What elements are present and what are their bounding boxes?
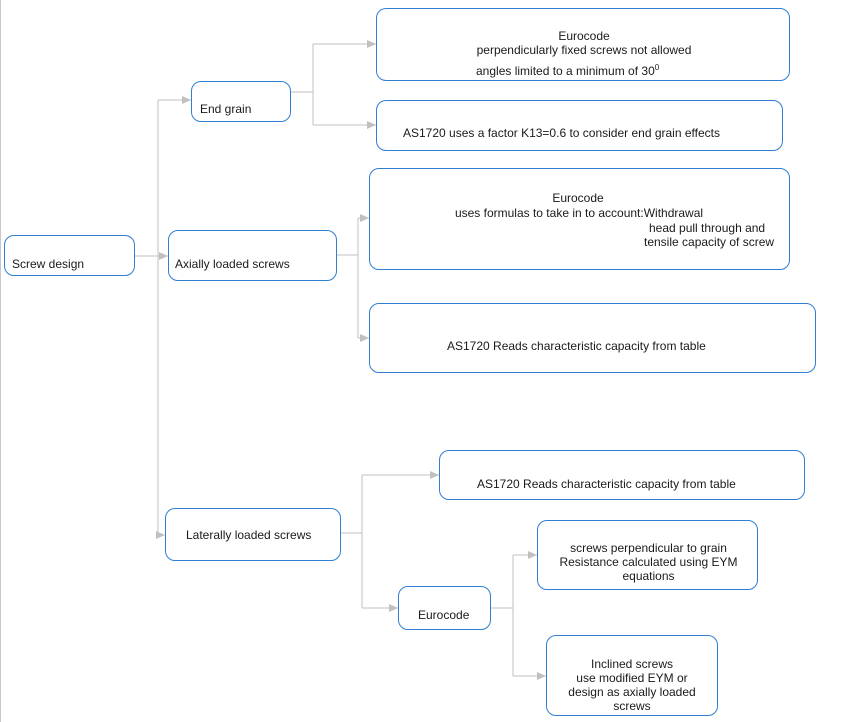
node-end-grain-label: End grain <box>200 102 252 116</box>
axially-eurocode-line2: head pull through and <box>649 221 766 235</box>
axially-as1720-text: AS1720 Reads characteristic capacity fro… <box>447 339 706 353</box>
node-end-grain-as1720[interactable]: AS1720 uses a factor K13=0.6 to consider… <box>376 100 783 151</box>
perpendicular-line2: Resistance calculated using EYM <box>559 555 738 569</box>
node-axially-loaded-screws[interactable]: Axially loaded screws <box>168 230 337 281</box>
inclined-line4: screws <box>613 699 651 713</box>
node-screws-perpendicular[interactable]: screws perpendicular to grain Resistance… <box>537 520 758 590</box>
end-grain-eurocode-title: Eurocode <box>558 29 610 43</box>
inclined-line1: Inclined screws <box>590 657 674 671</box>
end-grain-eurocode-line2-sup: 0 <box>654 63 660 72</box>
axially-eurocode-title: Eurocode <box>552 191 604 205</box>
end-grain-as1720-text: AS1720 uses a factor K13=0.6 to consider… <box>403 126 720 140</box>
perpendicular-line3: equations <box>622 569 675 583</box>
node-axially-loaded-screws-label: Axially loaded screws <box>175 257 290 271</box>
perpendicular-line1: screws perpendicular to grain <box>570 541 727 555</box>
end-grain-eurocode-line2-wrap: angles limited to a minimum of 300 <box>476 61 659 78</box>
node-laterally-as1720[interactable]: AS1720 Reads characteristic capacity fro… <box>439 450 805 500</box>
end-grain-eurocode-line2: angles limited to a minimum of 30 <box>476 64 655 78</box>
node-screw-design-label: Screw design <box>12 257 85 271</box>
node-end-grain-eurocode[interactable]: Eurocode perpendicularly fixed screws no… <box>376 8 790 81</box>
node-axially-eurocode[interactable]: Eurocode uses formulas to take in to acc… <box>369 168 790 270</box>
axially-eurocode-line3: tensile capacity of screw <box>644 235 775 249</box>
node-axially-as1720[interactable]: AS1720 Reads characteristic capacity fro… <box>369 303 816 373</box>
node-inclined-screws[interactable]: Inclined screws use modified EYM or desi… <box>546 635 718 716</box>
node-screw-design[interactable]: Screw design <box>4 235 135 276</box>
node-laterally-loaded-screws-label: Laterally loaded screws <box>186 528 312 542</box>
laterally-as1720-text: AS1720 Reads characteristic capacity fro… <box>477 477 736 491</box>
axially-eurocode-line1: uses formulas to take in to account:With… <box>454 206 704 220</box>
node-laterally-loaded-screws[interactable]: Laterally loaded screws <box>165 508 341 561</box>
inclined-line3: design as axially loaded <box>568 685 696 699</box>
laterally-eurocode-label: Eurocode <box>418 608 470 622</box>
window-edge <box>0 0 1 722</box>
inclined-line2: use modified EYM or <box>576 671 688 685</box>
node-laterally-eurocode[interactable]: Eurocode <box>398 586 491 630</box>
node-end-grain[interactable]: End grain <box>191 81 291 122</box>
end-grain-eurocode-line1: perpendicularly fixed screws not allowed <box>476 43 692 57</box>
